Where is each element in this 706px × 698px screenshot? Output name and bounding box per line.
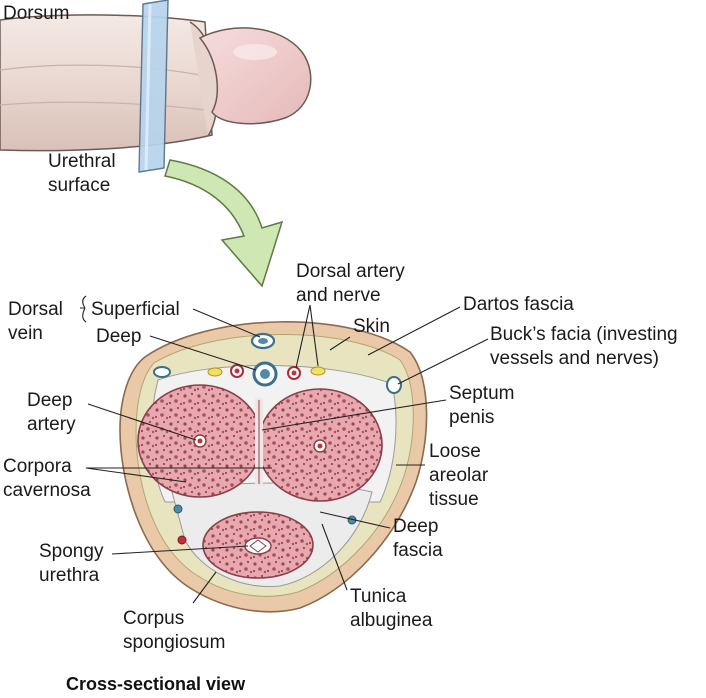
- label-dorsal-vein-line2: vein: [8, 323, 43, 344]
- label-septum-penis-line2: penis: [449, 407, 495, 428]
- label-deep-artery-line2: artery: [27, 414, 76, 435]
- label-deep-fascia-line1: Deep: [393, 516, 439, 537]
- label-deep-vein: Deep: [96, 326, 142, 347]
- label-spongy-urethra-line1: Spongy: [39, 541, 104, 562]
- direction-arrow: [164, 159, 284, 288]
- label-dorsum: Dorsum: [3, 3, 70, 24]
- label-tunica-albuginea-line1: Tunica: [350, 586, 407, 607]
- label-dorsal-vein-line1: Dorsal: [8, 299, 63, 320]
- label-deep-fascia-line2: fascia: [393, 540, 443, 561]
- section-plane: [138, 0, 169, 173]
- label-spongy-urethra-line2: urethra: [39, 565, 100, 586]
- label-dorsal-artery-line2: and nerve: [296, 285, 381, 306]
- label-superficial: Superficial: [91, 299, 180, 320]
- label-dorsal-artery-line1: Dorsal artery: [296, 261, 405, 282]
- label-loose-areolar-line3: tissue: [429, 489, 479, 510]
- label-skin: Skin: [353, 316, 390, 337]
- label-urethral-surface-line1: Urethral: [48, 151, 116, 172]
- label-corpora-cavernosa-line2: cavernosa: [3, 480, 91, 501]
- figure-caption: Cross-sectional view: [66, 674, 246, 694]
- label-urethral-surface-line2: surface: [48, 175, 111, 196]
- label-corpora-cavernosa-line1: Corpora: [3, 456, 72, 477]
- label-loose-areolar-line1: Loose: [429, 441, 481, 462]
- cross-section: [119, 321, 428, 613]
- label-dartos-fascia: Dartos fascia: [463, 294, 574, 315]
- label-septum-penis-line1: Septum: [449, 383, 515, 404]
- label-bucks-fascia-line2: vessels and nerves): [490, 348, 659, 369]
- leader-lines: [80, 295, 489, 604]
- label-deep-artery-line1: Deep: [27, 390, 73, 411]
- label-tunica-albuginea-line2: albuginea: [350, 610, 433, 631]
- label-loose-areolar-line2: areolar: [429, 465, 489, 486]
- label-corpus-spongiosum-line2: spongiosum: [123, 632, 226, 653]
- label-corpus-spongiosum-line1: Corpus: [123, 608, 185, 629]
- label-bucks-fascia-line1: Buck’s facia (investing: [490, 324, 678, 345]
